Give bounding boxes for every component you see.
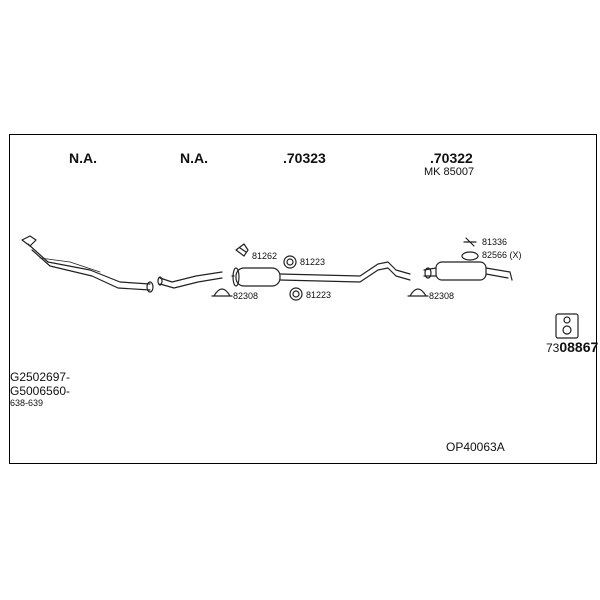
front-pipe-body <box>27 243 151 291</box>
part-81223-bottom: 81223 <box>306 290 332 300</box>
kit-number: OP40063A <box>446 440 505 454</box>
ring-81223-top <box>283 255 297 269</box>
front-pipe-flange <box>146 281 154 293</box>
part-81223-top: 81223 <box>300 257 326 267</box>
reference-icon <box>555 313 579 339</box>
code-2: G5006560- <box>10 384 71 398</box>
intermediate-pipe <box>159 271 223 289</box>
reference-number: 7308867 <box>546 339 599 355</box>
front-pipe <box>21 235 37 247</box>
part-82308-right: 82308 <box>429 291 455 301</box>
rear-silencer <box>435 261 487 281</box>
label-mk: MK 85007 <box>424 166 475 178</box>
label-part-70322: .70322 <box>430 150 473 166</box>
ring-81223-bottom <box>289 287 303 301</box>
gasket-81336 <box>463 237 477 247</box>
middle-silencer <box>235 267 281 287</box>
label-part-70323: .70323 <box>283 150 326 166</box>
clamp-82308-right <box>407 288 429 297</box>
code-3: 638-639 <box>10 398 44 408</box>
clamp-82308-left <box>211 288 233 297</box>
part-82566: 82566 (X) <box>482 250 522 260</box>
label-na-1: N.A. <box>69 150 97 166</box>
label-na-2: N.A. <box>180 150 208 166</box>
bracket-81262 <box>235 243 249 257</box>
diagram-frame <box>9 134 597 464</box>
part-81336: 81336 <box>482 237 508 247</box>
code-1: G2502697- <box>10 370 71 384</box>
bracket-82566 <box>461 251 479 261</box>
part-81262: 81262 <box>252 251 278 261</box>
part-82308-left: 82308 <box>233 291 259 301</box>
